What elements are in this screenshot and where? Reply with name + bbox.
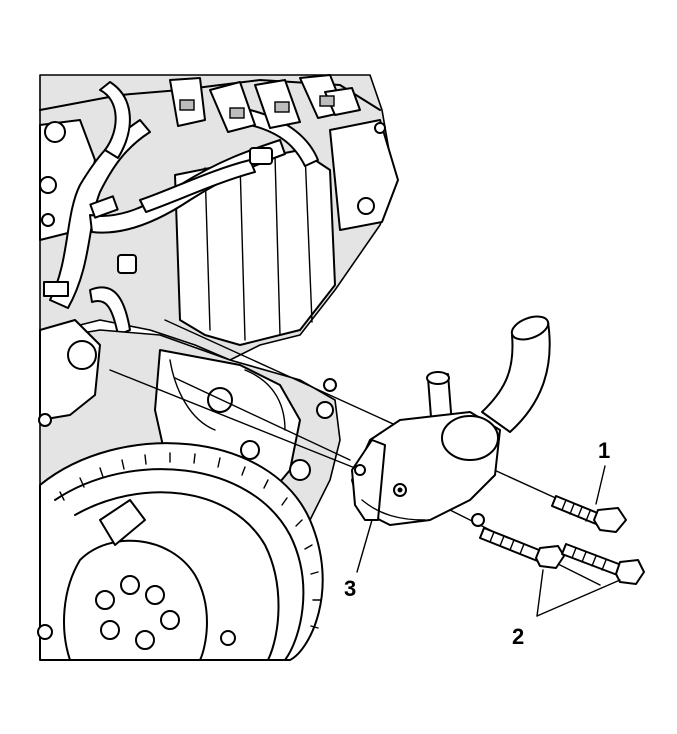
callout-1: 1 — [598, 438, 610, 463]
callout-3: 3 — [344, 576, 356, 601]
bolt-2-lower — [561, 543, 645, 585]
thermostat-housing — [351, 315, 551, 527]
leader-lines — [356, 465, 621, 617]
bolt-1 — [551, 495, 627, 533]
bolt-2-upper — [479, 527, 565, 569]
callout-2: 2 — [512, 624, 524, 649]
wiring-connectors — [169, 74, 361, 133]
flexplate — [37, 442, 324, 661]
